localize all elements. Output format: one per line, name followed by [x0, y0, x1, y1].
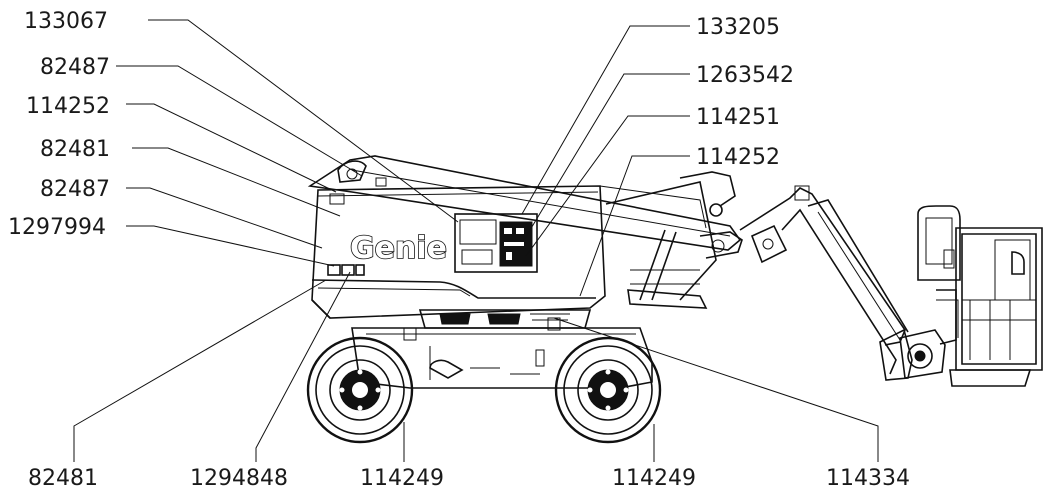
- callout-1263542: 1263542: [696, 63, 794, 88]
- boom-cylinder: [605, 181, 743, 309]
- callout-114249-front: 114249: [360, 466, 444, 491]
- genie-logo: Genie: [350, 231, 447, 266]
- callout-82481-left: 82481: [40, 137, 110, 162]
- callout-82481-bottom: 82481: [28, 466, 98, 491]
- callout-1297994: 1297994: [8, 215, 106, 240]
- boom-lift-drawing: Genie: [306, 155, 1043, 444]
- callout-82487-top: 82487: [40, 55, 110, 80]
- callout-133067: 133067: [24, 9, 108, 34]
- callout-1294848: 1294848: [190, 466, 288, 491]
- front-wheel: [306, 336, 414, 444]
- callout-labels: 133067 82487 114252 82481 82487 1297994 …: [8, 9, 910, 491]
- callout-114252-right: 114252: [696, 145, 780, 170]
- callout-133205: 133205: [696, 15, 780, 40]
- primary-boom: [307, 155, 742, 251]
- jib-boom: [739, 185, 913, 381]
- leader-lines: [73, 19, 879, 462]
- callout-114334: 114334: [826, 466, 910, 491]
- callout-114249-rear: 114249: [612, 466, 696, 491]
- ground-control-box: [454, 213, 538, 273]
- rear-wheel: [554, 336, 662, 444]
- callout-114251: 114251: [696, 105, 780, 130]
- callout-82487-lower: 82487: [40, 177, 110, 202]
- callout-114252-left: 114252: [26, 94, 110, 119]
- platform-rotator: [899, 299, 959, 379]
- platform-basket: [917, 205, 1043, 387]
- turntable: [418, 309, 592, 329]
